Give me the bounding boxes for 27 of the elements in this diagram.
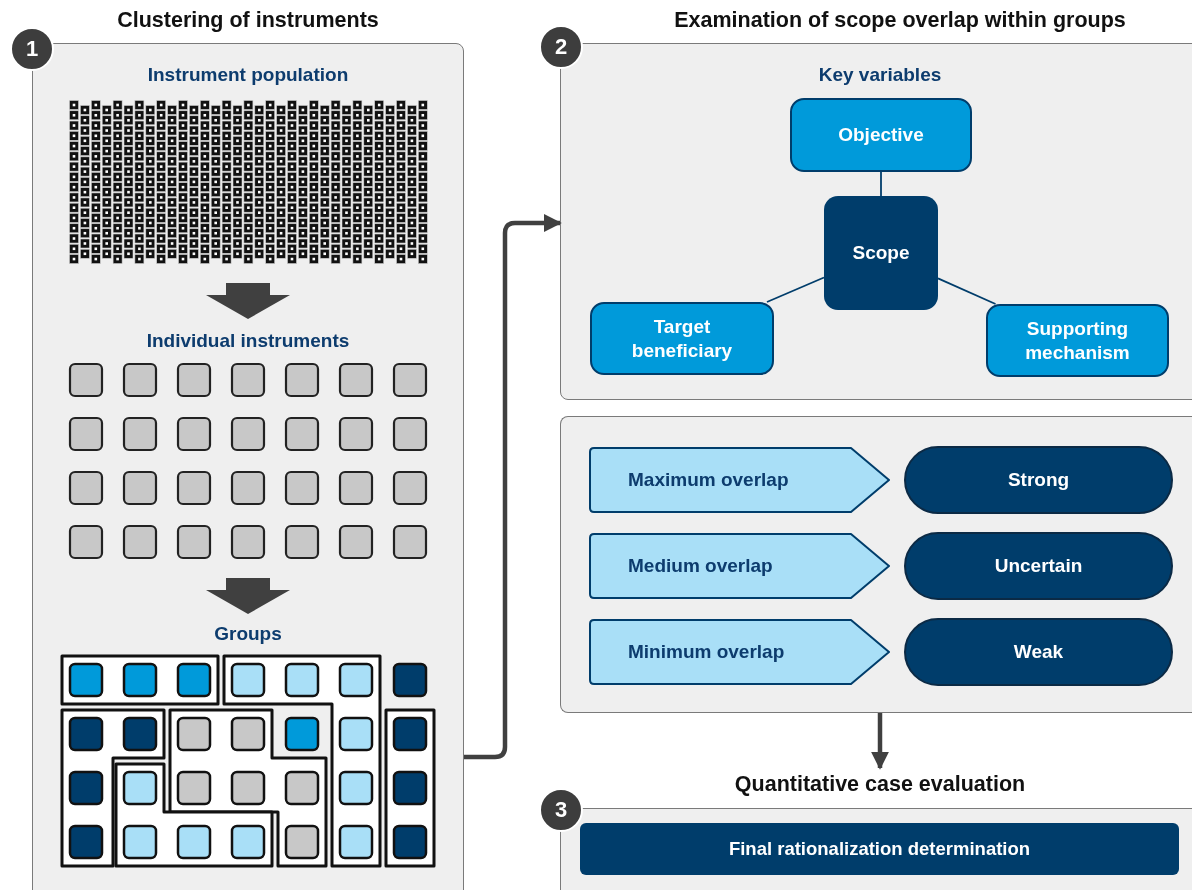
connector-line — [766, 276, 825, 303]
overlap-tag: Maximum overlap — [588, 446, 891, 514]
step-number-badge: 3 — [539, 788, 583, 832]
variable-box: Target beneficiary — [590, 302, 774, 375]
arrow — [871, 713, 889, 770]
step-number-badge: 1 — [10, 27, 54, 71]
strength-pill: Uncertain — [904, 532, 1173, 600]
section-heading: Individual instruments — [145, 330, 351, 352]
overlap-tag: Medium overlap — [588, 532, 891, 600]
section-heading: Instrument population — [146, 64, 350, 86]
section-heading: Groups — [213, 623, 283, 645]
result-bar: Final rationalization determination — [580, 823, 1179, 875]
panel-heading: Examination of scope overlap within groups — [673, 8, 1127, 33]
core-variable-box: Scope — [824, 196, 938, 310]
strength-pill: Strong — [904, 446, 1173, 514]
connector-line — [880, 171, 882, 197]
strength-pill: Weak — [904, 618, 1173, 686]
section-heading: Key variables — [817, 64, 943, 86]
panel-heading: Quantitative case evaluation — [733, 772, 1027, 797]
overlap-tag: Minimum overlap — [588, 618, 891, 686]
connector-line — [937, 277, 997, 305]
panel-heading: Clustering of instruments — [116, 8, 380, 33]
step-number-badge: 2 — [539, 25, 583, 69]
variable-box: Supporting mechanism — [986, 304, 1169, 377]
panel-background — [560, 416, 1192, 713]
arrow — [464, 214, 562, 760]
variable-box: Objective — [790, 98, 972, 172]
